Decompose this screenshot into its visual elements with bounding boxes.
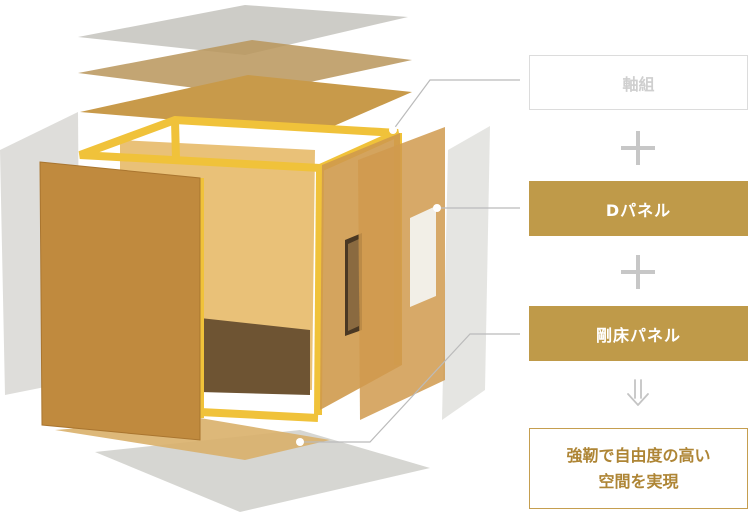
frame-label: 軸組 bbox=[622, 74, 655, 94]
ghost-base-panel bbox=[95, 430, 430, 512]
leader-dot-d-panel bbox=[433, 204, 441, 212]
leader-dot-frame bbox=[389, 126, 397, 134]
d-panel-label-box: Dパネル bbox=[529, 181, 748, 236]
right-d-panel bbox=[358, 127, 445, 420]
leader-lines bbox=[300, 79, 520, 443]
panel-opening bbox=[410, 206, 436, 307]
plus-icon bbox=[621, 131, 655, 165]
frame-label-box: 軸組 bbox=[529, 55, 748, 110]
upper-panel bbox=[80, 75, 412, 132]
leader-dot-floor bbox=[296, 438, 304, 446]
result-box: 強靭で自由度の高い 空間を実現 bbox=[529, 428, 748, 509]
ceiling-panel bbox=[78, 40, 412, 95]
floor-panel-label-box: 剛床パネル bbox=[529, 306, 748, 361]
ghost-roof-panel bbox=[78, 5, 408, 55]
floor-panel-label: 剛床パネル bbox=[595, 325, 681, 345]
result-line-1: 強靭で自由度の高い bbox=[566, 445, 711, 465]
interior-floor bbox=[200, 318, 310, 395]
d-panel-label: Dパネル bbox=[605, 200, 672, 220]
left-d-panel bbox=[40, 162, 200, 440]
result-line-2: 空間を実現 bbox=[598, 471, 679, 491]
double-down-arrow-icon bbox=[627, 379, 649, 406]
plus-icon bbox=[621, 255, 655, 289]
exploded-house-illustration bbox=[0, 5, 520, 512]
ghost-rear-wall bbox=[442, 126, 490, 420]
